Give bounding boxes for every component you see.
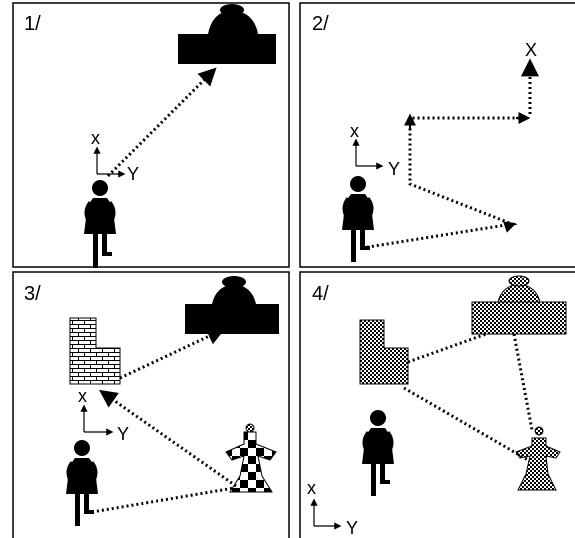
panel-3-frame [12,271,290,538]
axis-y-label: Y [117,424,129,444]
dark-object-icon [178,4,276,64]
panel-3-number: 3/ [24,283,41,305]
axis-gizmo: x Y [78,386,129,444]
axis-gizmo: x Y [91,128,139,184]
panel-2-number: 2/ [312,13,329,35]
panel-2: 2/ X x Y [299,2,575,268]
panel-3: 3/ x Y [12,271,290,538]
panel-1: 1/ x Y [12,2,290,268]
axis-gizmo: x Y [307,478,358,538]
checkered-figure-icon [225,423,277,493]
axis-x-label: x [78,386,87,406]
panel-1-frame [12,2,290,268]
panel-1-number: 1/ [24,13,41,35]
brick-wall-icon [69,317,121,385]
axis-x-label: x [350,121,359,141]
panel-4-number: 4/ [312,283,329,305]
checkered-block-icon [359,319,409,385]
panel-4: 4/ x Y [299,271,575,538]
axis-x-label: x [307,478,316,498]
panel-4-frame [299,271,575,538]
path-arrow [106,67,217,178]
panel-2-frame [299,2,575,268]
person-icon [342,176,374,262]
checkered-pedestal-icon [471,275,567,335]
dark-object-icon [185,276,279,334]
axis-x-label: x [91,128,100,148]
axis-y-label: Y [346,518,358,538]
checkered-figure-icon [515,426,561,491]
target-x-label: X [525,40,537,60]
path-route [361,116,526,250]
person-icon [84,180,116,268]
axis-gizmo: x Y [350,121,400,179]
axis-y-label: Y [388,159,400,179]
axis-y-label: Y [127,164,139,184]
person-icon [362,410,394,496]
person-icon [66,440,98,526]
